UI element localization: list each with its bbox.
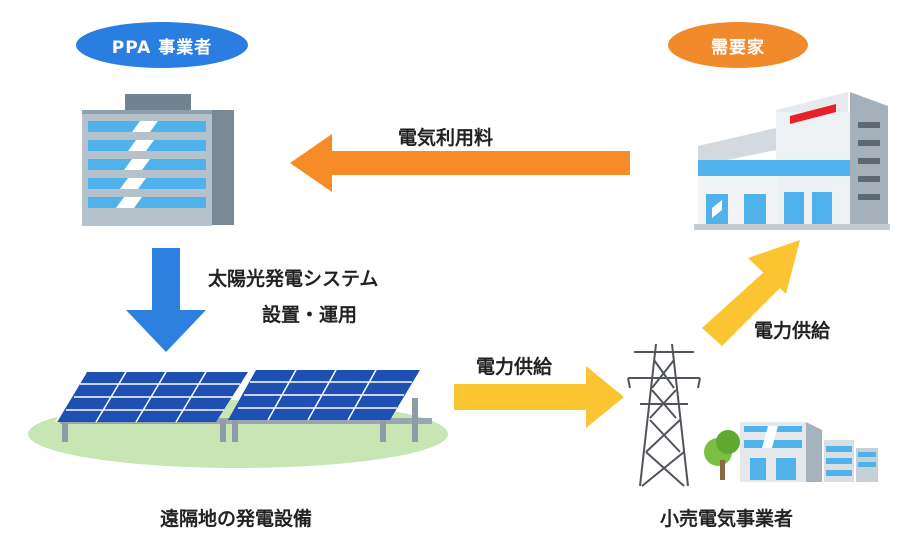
supply-label-diagonal: 電力供給 (754, 320, 831, 342)
factory-building-icon (694, 92, 890, 230)
fee-label: 電気利用料 (398, 127, 494, 149)
install-label-line1: 太陽光発電システム (208, 268, 379, 290)
retailer-buildings-icon (704, 422, 878, 482)
solar-site-label: 遠隔地の発電設備 (160, 508, 313, 530)
install-label-line2: 設置・運用 (262, 304, 358, 326)
consumer-badge: 需要家 (668, 22, 808, 68)
retailer-label: 小売電気事業者 (660, 508, 794, 530)
ppa-provider-label: PPA 事業者 (111, 37, 213, 58)
solar-farm-icon (28, 369, 448, 468)
ppa-provider-badge: PPA 事業者 (76, 22, 248, 68)
consumer-label: 需要家 (711, 37, 765, 58)
supply-label-horizontal: 電力供給 (476, 356, 553, 378)
install-arrow (126, 248, 206, 352)
fee-arrow (290, 134, 630, 192)
office-building-icon (82, 94, 234, 226)
transmission-tower-icon (627, 343, 701, 487)
supply-arrow-diagonal (702, 240, 800, 346)
supply-arrow-horizontal (454, 366, 624, 428)
